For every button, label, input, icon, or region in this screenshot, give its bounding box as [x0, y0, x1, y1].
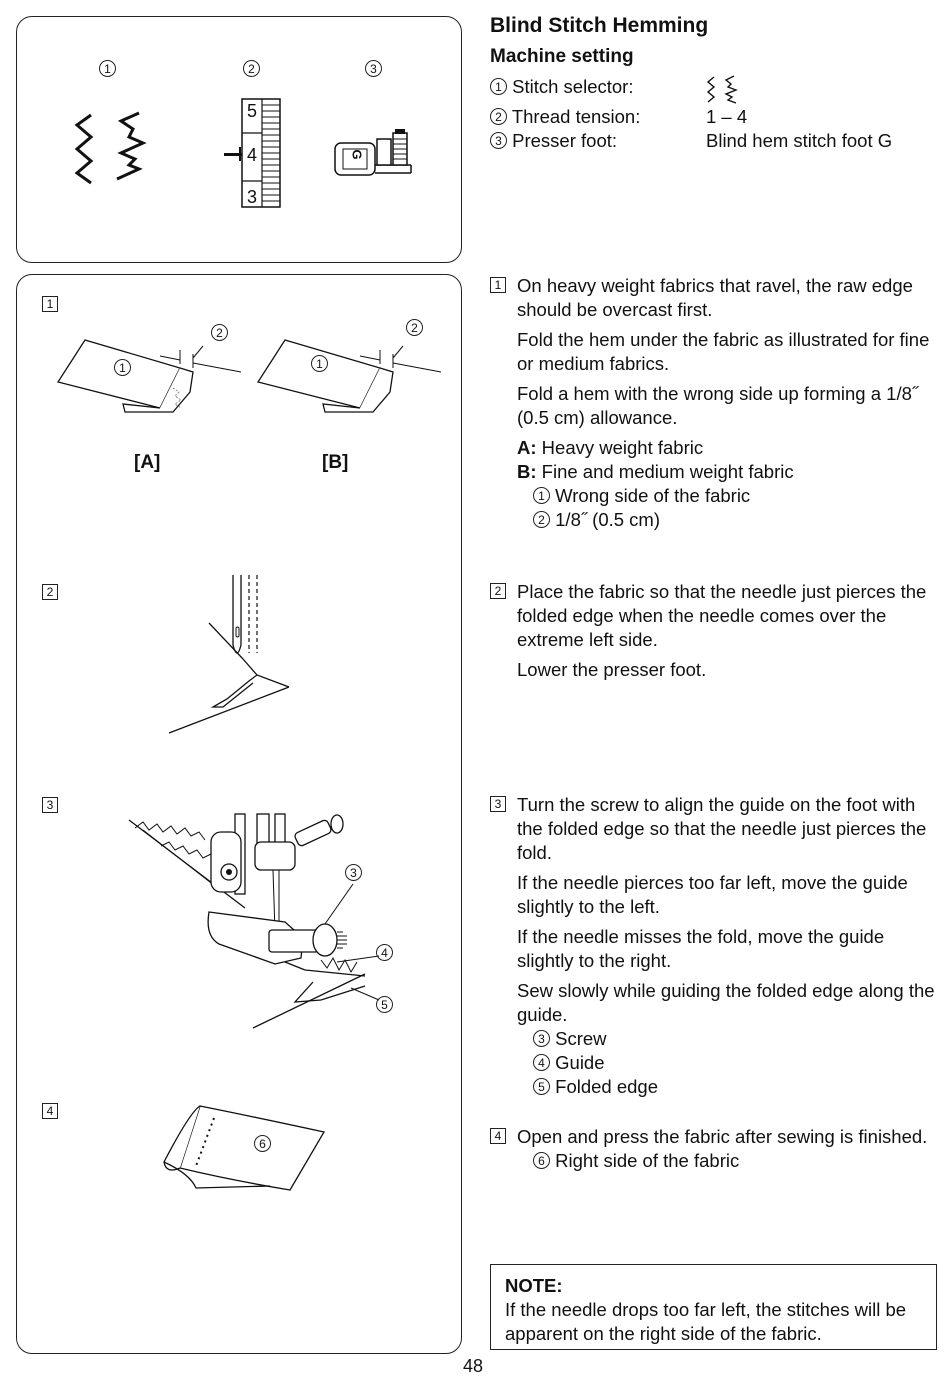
setting-num: 1 [490, 78, 507, 95]
step-paragraph: Turn the screw to align the guide on the… [517, 794, 927, 863]
step-paragraph: Lower the presser foot. [517, 659, 707, 680]
legend-item: 1 Wrong side of the fabric [533, 484, 940, 508]
setting-row-thread-tension: 2 Thread tension: 1 – 4 [490, 105, 747, 129]
step-paragraph: Place the fabric so that the needle just… [517, 581, 927, 650]
callout-thread-tension: 2 [243, 60, 260, 77]
presser-foot-guide-illustration [128, 813, 380, 1029]
blind-hem-foot-icon [334, 129, 412, 176]
step-number: 3 [490, 796, 506, 812]
step-2-text: 2 Place the fabric so that the needle ju… [490, 580, 940, 688]
presser-foot-value: Blind hem stitch foot G [706, 130, 893, 151]
step1-b-callout-1: 1 [311, 355, 328, 372]
step-paragraph: Sew slowly while guiding the folded edge… [517, 980, 935, 1025]
callout-stitch-selector: 1 [99, 60, 116, 77]
step-paragraph: Fold a hem with the wrong side up formin… [517, 383, 919, 428]
stitch-selector-value [706, 75, 740, 111]
step-number: 4 [490, 1128, 506, 1144]
figure-label-b: [B] [322, 452, 349, 473]
step-number: 2 [490, 583, 506, 599]
note-box: NOTE: If the needle drops too far left, … [490, 1264, 937, 1350]
needle-fold-illustration [168, 575, 290, 734]
callout-presser-foot: 3 [365, 60, 382, 77]
step-3-text: 3 Turn the screw to align the guide on t… [490, 793, 940, 1099]
legend-item: 2 1/8˝ (0.5 cm) [533, 508, 940, 532]
figure-label-a: [A] [134, 452, 161, 473]
legend-item: 4 Guide [533, 1051, 940, 1075]
setting-num: 3 [490, 132, 507, 149]
thread-tension-value: 1 – 4 [706, 106, 748, 127]
fabric-fold-fine-illustration [256, 339, 442, 413]
step-1-text: 1 On heavy weight fabrics that ravel, th… [490, 274, 940, 532]
letter-legend-item: B: Fine and medium weight fabric [517, 461, 794, 482]
blind-stitch-small-icon [706, 75, 738, 104]
figure-step-4-number: 4 [42, 1103, 58, 1119]
step-number: 1 [490, 277, 506, 293]
machine-setting-heading: Machine setting [490, 46, 634, 67]
step1-a-callout-1: 1 [114, 359, 131, 376]
step-4-text: 4 Open and press the fabric after sewing… [490, 1125, 940, 1173]
dial-number-4: 4 [247, 145, 258, 165]
dial-number-5: 5 [247, 101, 258, 121]
page-title: Blind Stitch Hemming [490, 14, 709, 37]
setting-label: Presser foot: [512, 130, 618, 151]
letter-legend-item: A: Heavy weight fabric [517, 437, 704, 458]
step3-callout-folded-edge: 5 [376, 996, 393, 1013]
setting-label: Thread tension: [511, 106, 641, 127]
thread-tension-dial-icon [224, 98, 281, 208]
step-paragraph: Fold the hem under the fabric as illustr… [517, 329, 930, 374]
step3-callout-guide: 4 [376, 944, 393, 961]
steps-illustration-panel [16, 274, 462, 1354]
note-text: If the needle drops too far left, the st… [505, 1299, 907, 1344]
setting-row-stitch-selector: 1 Stitch selector: [490, 75, 738, 104]
legend-item: 6 Right side of the fabric [533, 1149, 940, 1173]
dial-number-3: 3 [247, 187, 258, 207]
legend-item: 3 Screw [533, 1027, 940, 1051]
finished-hem-illustration [163, 1105, 326, 1191]
step-paragraph: If the needle pierces too far left, move… [517, 872, 908, 917]
fabric-fold-heavy-illustration [56, 339, 242, 413]
foot-letter: G [349, 149, 365, 160]
setting-num: 2 [490, 108, 507, 125]
figure-step-3-number: 3 [42, 797, 58, 813]
step-paragraph: Open and press the fabric after sewing i… [517, 1126, 928, 1147]
step1-a-callout-2: 2 [211, 324, 228, 341]
setting-label: Stitch selector: [512, 76, 634, 97]
note-heading: NOTE: [505, 1275, 563, 1296]
step1-b-callout-2: 2 [406, 319, 423, 336]
step-paragraph: On heavy weight fabrics that ravel, the … [517, 275, 913, 320]
step4-callout-right-side: 6 [254, 1135, 271, 1152]
setting-row-presser-foot: 3 Presser foot: Blind hem stitch foot G [490, 129, 892, 153]
page-number: 48 [463, 1356, 484, 1376]
machine-setting-illustration-panel: 1 2 3 5 4 3 G [16, 16, 462, 263]
step3-callout-screw: 3 [345, 864, 362, 881]
figure-step-2-number: 2 [42, 584, 58, 600]
step-paragraph: If the needle misses the fold, move the … [517, 926, 885, 971]
figure-step-1-number: 1 [42, 296, 58, 312]
legend-item: 5 Folded edge [533, 1075, 940, 1099]
blind-stitch-pattern-icon [74, 111, 147, 185]
